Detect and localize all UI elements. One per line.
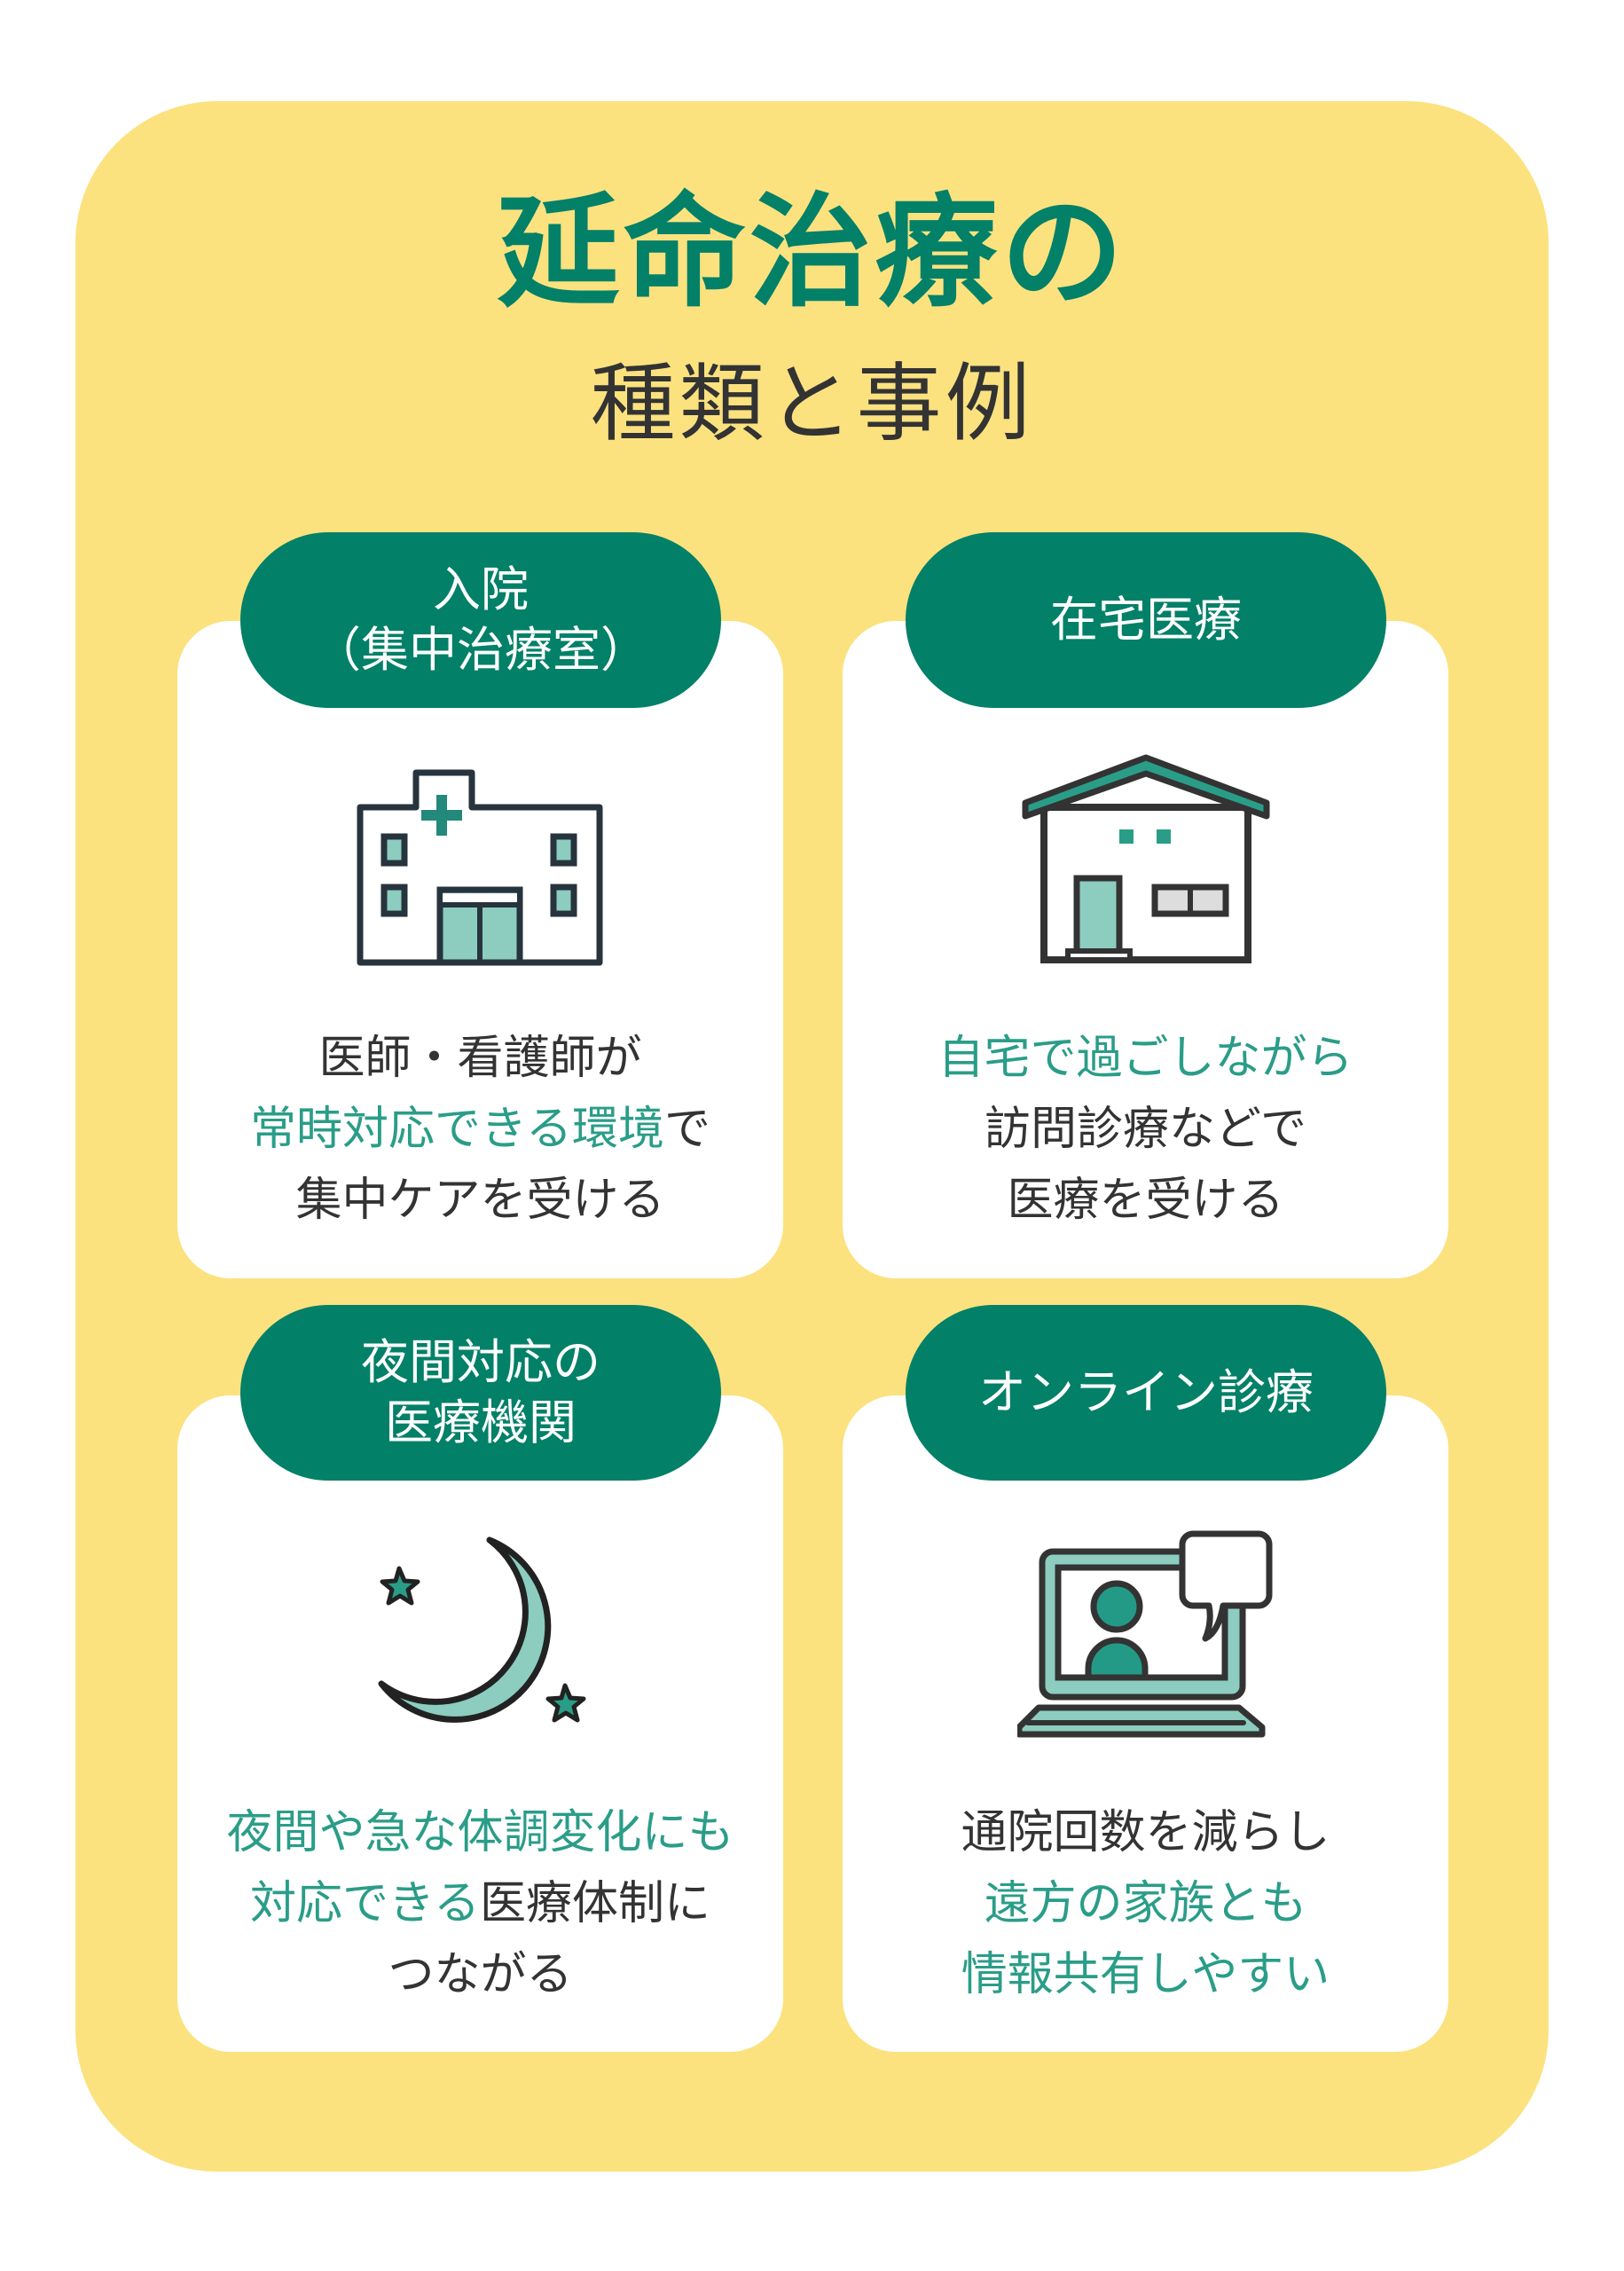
moon-stars-icon <box>378 1536 585 1723</box>
desc-line: 夜間や急な体調変化にも <box>177 1797 783 1868</box>
title-main: 延命治療の <box>497 181 1127 324</box>
desc-line: 遠方の家族とも <box>843 1868 1448 1939</box>
text-segment: 入院 <box>433 562 529 617</box>
card-home-care: 自宅で過ごしながら 訪問診療などで 医療を受ける <box>843 621 1448 1278</box>
desc-line: 訪問診療などで <box>843 1094 1448 1165</box>
card-description: 夜間や急な体調変化にも 対応できる医療体制に つながる <box>177 1797 783 2010</box>
text-segment: オンライン診療 <box>978 1364 1314 1420</box>
text-segment: 夜間や急な体調変化にも <box>226 1806 734 1859</box>
desc-line: 対応できる医療体制に <box>177 1868 783 1939</box>
label-online-care: オンライン診療 <box>906 1305 1386 1481</box>
text-segment: 訪問診療などで <box>985 1103 1306 1156</box>
label-night-care: 夜間対応の医療機関 <box>240 1305 721 1481</box>
house-icon <box>1022 754 1269 963</box>
text-segment: 遠方の家族とも <box>984 1877 1307 1930</box>
desc-line: 集中ケアを受ける <box>177 1165 783 1236</box>
text-segment: 自宅で過ごしながら <box>938 1032 1353 1085</box>
text-segment: 医療機関 <box>385 1395 577 1450</box>
text-segment: 医療を受ける <box>1007 1174 1284 1227</box>
text-segment: 常時対応できる環境 <box>250 1103 664 1156</box>
card-description: 通院回数を減らし 遠方の家族とも 情報共有しやすい <box>843 1797 1448 2010</box>
text-segment: 在宅医療 <box>1050 592 1242 648</box>
desc-line: つながる <box>177 1939 783 2010</box>
label-hospitalization: 入院（集中治療室） <box>240 532 721 708</box>
text-segment: 対応できる <box>250 1877 480 1930</box>
text-segment: 医療体制に <box>479 1877 710 1930</box>
text-segment: 情報共有しやすい <box>961 1948 1330 2001</box>
text-segment: つながる <box>388 1948 573 2001</box>
text-segment: 通院回数を減らし <box>961 1806 1330 1859</box>
text-segment: （集中治療室） <box>313 622 648 678</box>
card-description: 医師・看護師が 常時対応できる環境で 集中ケアを受ける <box>177 1023 783 1236</box>
text-segment: 医師・看護師が <box>318 1032 642 1085</box>
desc-line: 常時対応できる環境で <box>177 1094 783 1165</box>
hospital-icon <box>357 769 603 966</box>
card-description: 自宅で過ごしながら 訪問診療などで 医療を受ける <box>843 1023 1448 1236</box>
desc-line: 自宅で過ごしながら <box>843 1023 1448 1094</box>
card-hospitalization: 医師・看護師が 常時対応できる環境で 集中ケアを受ける <box>177 621 783 1278</box>
text-segment: 夜間対応の <box>361 1334 600 1390</box>
card-online-care: 通院回数を減らし 遠方の家族とも 情報共有しやすい <box>843 1395 1448 2052</box>
desc-line: 医療を受ける <box>843 1165 1448 1236</box>
laptop-video-call-icon <box>1016 1530 1272 1738</box>
label-home-care: 在宅医療 <box>906 532 1386 708</box>
desc-line: 通院回数を減らし <box>843 1797 1448 1868</box>
title-sub: 種類と事例 <box>590 354 1034 453</box>
desc-line: 医師・看護師が <box>177 1023 783 1094</box>
text-segment: で <box>663 1103 710 1156</box>
text-segment: 集中ケアを受ける <box>295 1174 665 1227</box>
desc-line: 情報共有しやすい <box>843 1939 1448 2010</box>
card-night-care: 夜間や急な体調変化にも 対応できる医療体制に つながる <box>177 1395 783 2052</box>
